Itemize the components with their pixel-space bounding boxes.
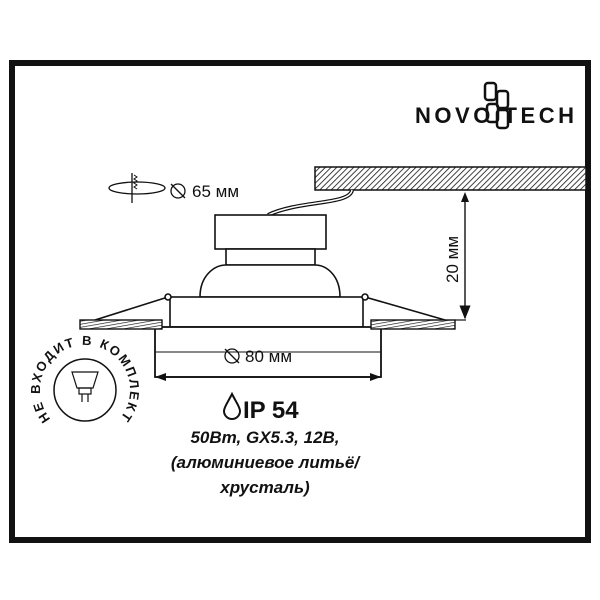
cutout-drill-icon [108,173,166,203]
height-dimension: 20 мм [443,236,462,283]
wire [267,189,354,217]
diameter-dimension: 80 мм [245,347,292,366]
ip-rating: IP 54 [243,397,299,424]
frame [9,60,591,543]
right-flange [370,319,456,330]
badge-text: НЕ ВХОДИТ В КОМПЛЕКТ [28,333,140,426]
cutout-dimension: 65 мм [192,182,239,201]
svg-text:NOVO TECH: NOVO TECH [415,103,575,128]
diameter-symbol-icon [224,348,240,364]
spec-line-2: (алюминиевое литьё/ [171,453,361,472]
mr16-bulb-icon [71,371,99,402]
lamp-not-included-badge: НЕ ВХОДИТ В КОМПЛЕКТ [28,333,142,426]
svg-text:НЕ ВХОДИТ В КОМПЛЕКТ: НЕ ВХОДИТ В КОМПЛЕКТ [28,333,142,426]
ceiling-slab [314,166,587,191]
spec-line-1: 50Вт, GX5.3, 12В, [190,428,339,447]
novotech-logo: NOVO TECH [415,81,575,130]
left-flange [79,319,163,330]
spec-line-3: хрусталь) [219,478,310,497]
water-drop-icon [222,391,242,420]
diameter-symbol-icon [170,183,186,199]
fixture [94,214,446,378]
